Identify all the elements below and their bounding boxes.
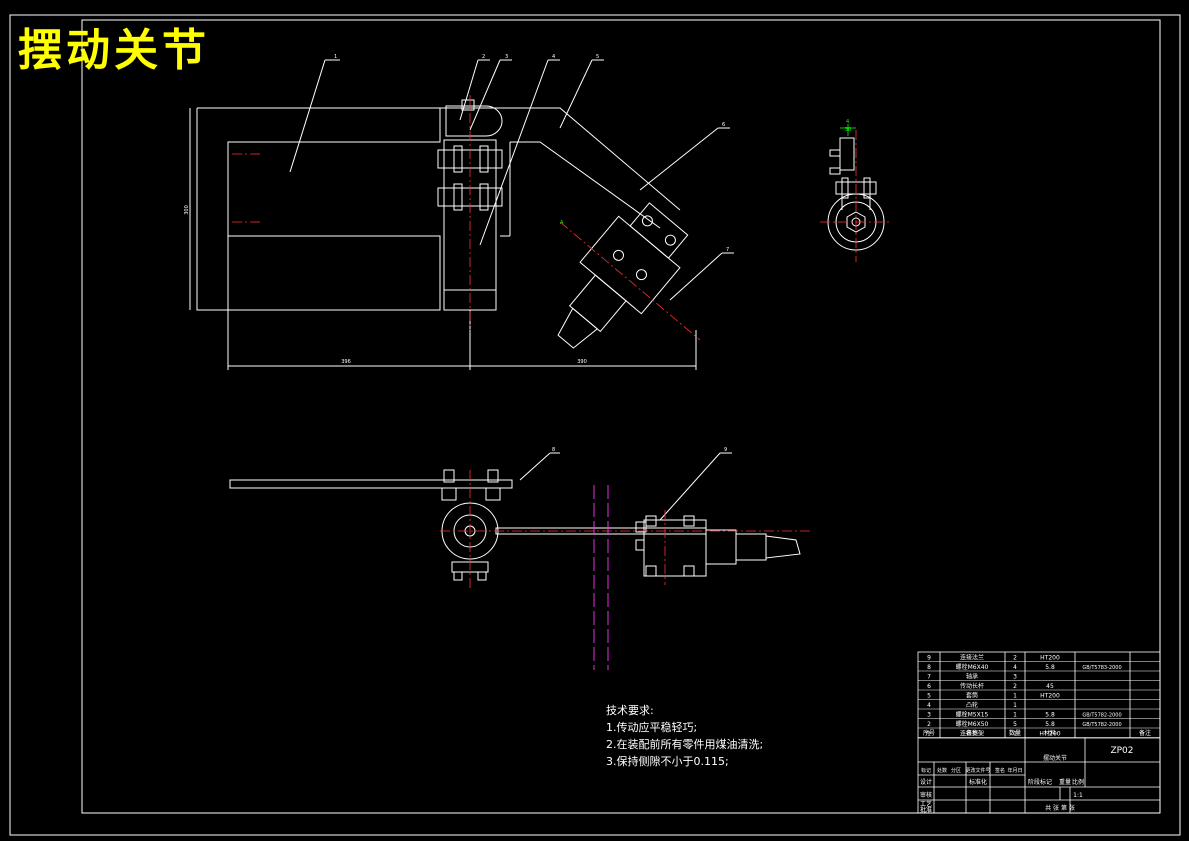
rev-label-sign: 签名	[995, 767, 1005, 774]
bom-header-qty: 数量	[1009, 729, 1021, 737]
bom-cell-qty: 1	[1013, 693, 1017, 700]
bom-header-std: 备注	[1139, 729, 1151, 737]
bom-cell-no: 9	[927, 655, 931, 662]
dim-height: 300	[184, 205, 190, 215]
bom-cell-name: 轴承	[966, 673, 978, 681]
row-label-design: 设计	[920, 778, 932, 786]
tech-heading: 技术要求:	[606, 704, 654, 717]
title-block-grid	[917, 651, 1161, 814]
top-view	[229, 452, 801, 581]
bom-header-material: 材料	[1044, 729, 1056, 737]
bracket-outline	[196, 108, 441, 311]
bom-cell-material: HT200	[1040, 693, 1060, 700]
tech-item: 3.保持侧隙不小于0.115;	[606, 755, 729, 768]
angled-arm	[497, 107, 681, 211]
bom-cell-name: 连接支架	[960, 730, 984, 738]
bom-header-no: 序号	[923, 729, 935, 737]
bom-cell-name: 螺栓M6X50	[956, 720, 989, 728]
row-label-approve: 批准	[920, 806, 932, 814]
bom-cell-qty: 2	[1013, 655, 1017, 662]
leader-8: 8	[552, 447, 555, 453]
bom-cell-material: 5.8	[1045, 664, 1055, 671]
bom-cell-qty: 1	[1013, 731, 1017, 738]
dim-side-width: 30	[845, 127, 851, 133]
weight-label: 重量	[1059, 778, 1071, 786]
bom-cell-name: 连接法兰	[960, 654, 984, 662]
bom-cell-qty: 2	[1013, 683, 1017, 690]
bom-cell-material: 5.8	[1045, 712, 1055, 719]
inner-border	[81, 19, 1161, 814]
bom-cell-no: 2	[927, 721, 931, 728]
stage-label: 阶段标记	[1028, 778, 1052, 786]
outer-border	[9, 14, 1181, 836]
bom-cell-material: HT200	[1040, 655, 1060, 662]
side-view-mark: 4	[846, 119, 849, 125]
leader-6: 6	[722, 122, 725, 128]
scale-value: 1:1	[1073, 792, 1083, 799]
top-cam	[445, 105, 503, 137]
bom-cell-no: 3	[927, 712, 931, 719]
bom-cell-qty: 1	[1013, 712, 1017, 719]
rev-label-count: 处数	[937, 767, 947, 774]
bom-cell-qty: 1	[1013, 702, 1017, 709]
leader-3: 3	[505, 54, 508, 60]
front-view	[189, 59, 734, 370]
rev-label-zone: 分区	[951, 767, 961, 774]
dim-right-width: 390	[577, 359, 587, 365]
rev-label-date: 年月日	[1007, 767, 1022, 774]
bom-cell-material: HT-200	[1039, 731, 1060, 738]
dim-left-width: 396	[341, 359, 351, 365]
section-mark: A	[560, 220, 564, 226]
section-lines	[593, 485, 609, 670]
bom-cell-no: 6	[927, 683, 931, 690]
rev-label-mark: 标记	[921, 767, 931, 774]
tech-item: 2.在装配前所有零件用煤油清洗;	[606, 738, 764, 751]
bom-cell-no: 4	[927, 702, 931, 709]
bom-cell-no: 1	[927, 731, 931, 738]
bom-cell-no: 8	[927, 664, 931, 671]
drawing-name-small: 摆动关节	[1043, 754, 1067, 762]
leader-1: 1	[334, 54, 337, 60]
sheet-label: 共 张 第 张	[1045, 804, 1075, 812]
bom-cell-qty: 5	[1013, 721, 1017, 728]
leader-4: 4	[552, 54, 555, 60]
bom-cell-name: 传动长杆	[960, 682, 984, 690]
scale-label: 比例	[1072, 778, 1084, 786]
bom-cell-std: GB/T5783-2000	[1082, 665, 1121, 671]
bom-cell-std: GB/T5782-2000	[1082, 713, 1121, 719]
tech-item: 1.传动应平稳轻巧;	[606, 721, 698, 734]
bom-cell-qty: 3	[1013, 674, 1017, 681]
centerlines-front	[232, 95, 701, 341]
row-label-process: 工艺	[920, 800, 932, 808]
rev-label-doc: 更改文件号	[965, 767, 990, 774]
leader-9: 9	[724, 447, 727, 453]
drawing-code: ZP02	[1110, 746, 1133, 756]
bom-cell-name: 套筒	[966, 692, 978, 700]
bom-cell-name: 凸轮	[966, 701, 978, 709]
tech-requirements: 技术要求: 1.传动应平稳轻巧; 2.在装配前所有零件用煤油清洗; 3.保持侧隙…	[606, 702, 763, 770]
bom-header-name: 名称	[966, 729, 978, 737]
drawing-title: 摆动关节	[18, 25, 210, 76]
leader-2: 2	[482, 54, 485, 60]
bom-cell-no: 7	[927, 674, 931, 681]
bom-cell-name: 螺栓M6X40	[956, 663, 989, 671]
bom-cell-std: GB/T5782-2000	[1082, 722, 1121, 728]
row-label-review: 审核	[920, 791, 932, 799]
bom-cell-name: 螺栓M5X15	[956, 711, 989, 719]
bom-cell-no: 5	[927, 693, 931, 700]
std-label: 标准化	[969, 778, 987, 786]
bom-cell-material: 45	[1046, 683, 1054, 690]
leader-5: 5	[596, 54, 599, 60]
bom-cell-qty: 4	[1013, 664, 1017, 671]
leader-7: 7	[726, 247, 729, 253]
bom-cell-material: 5.8	[1045, 721, 1055, 728]
